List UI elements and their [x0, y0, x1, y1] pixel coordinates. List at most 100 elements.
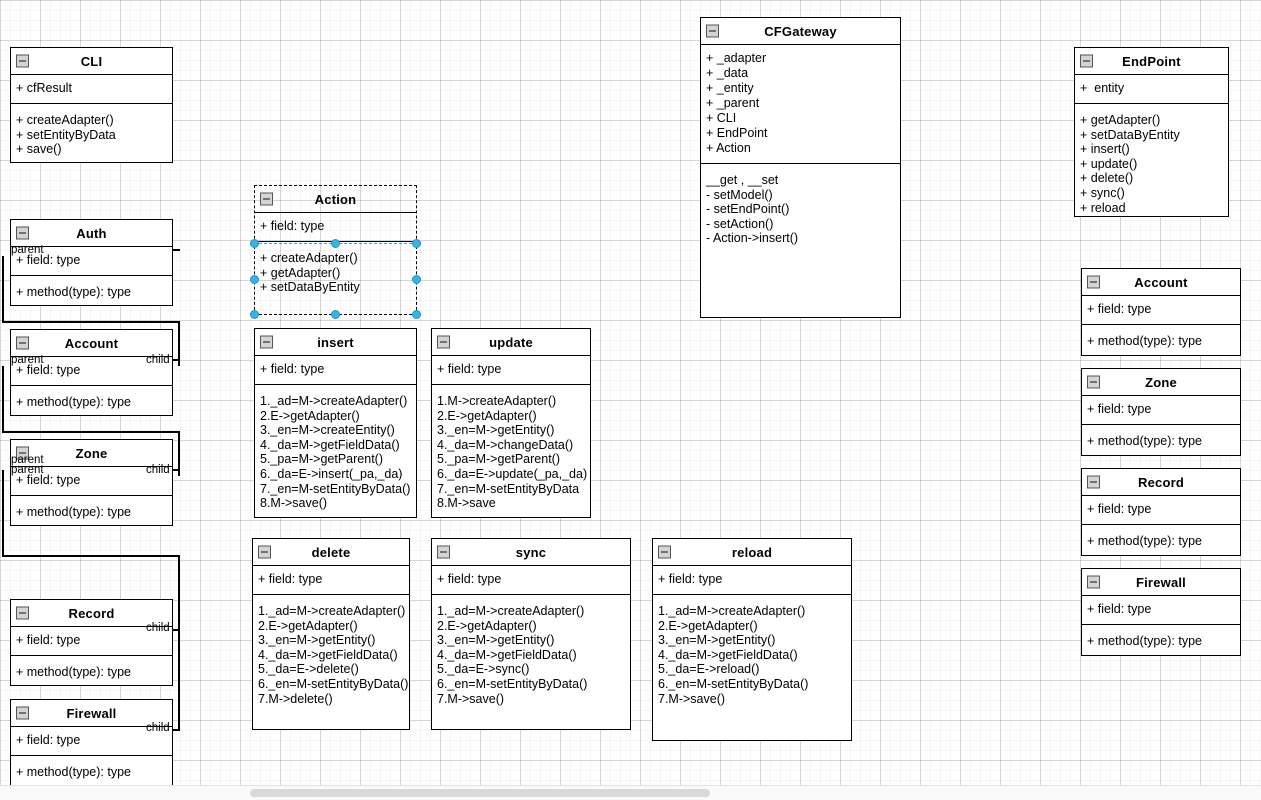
uml-class-action[interactable]: Action+ field: type+ createAdapter()+ ge… [254, 185, 417, 315]
class-name-label: Zone [1145, 374, 1177, 390]
class-operations-compartment[interactable]: + createAdapter()+ getAdapter()+ setData… [255, 242, 416, 301]
collapse-icon[interactable] [260, 335, 273, 349]
class-operation-row: 3._en=M->getEntity() [258, 633, 376, 648]
uml-class-endpoint[interactable]: EndPoint+ entity+ getAdapter()+ setDataB… [1074, 47, 1229, 217]
class-attributes-compartment[interactable]: + field: type [253, 566, 409, 595]
selection-handle-bottom-left[interactable] [250, 310, 259, 319]
selection-handle-bottom-center[interactable] [331, 310, 340, 319]
uml-class-account-left[interactable]: Account+ field: type+ method(type): type [10, 329, 173, 416]
horizontal-scrollbar[interactable] [0, 785, 1261, 800]
class-attributes-compartment[interactable]: + field: type [11, 467, 172, 496]
uml-class-zone-right[interactable]: Zone + field: type+ method(type): type [1081, 368, 1241, 456]
uml-class-record-left[interactable]: Record + field: type+ method(type): type [10, 599, 173, 686]
class-operations-compartment[interactable]: + method(type): type [1082, 425, 1240, 455]
class-operations-compartment[interactable]: + method(type): type [1082, 625, 1240, 655]
class-operations-compartment[interactable]: + method(type): type [11, 276, 172, 306]
class-attributes-compartment[interactable]: + field: type [432, 566, 630, 595]
class-attributes-compartment[interactable]: + field: type [255, 213, 416, 242]
class-name-label: sync [515, 544, 547, 560]
selection-handle-mid-right[interactable] [412, 239, 421, 248]
horizontal-scrollbar-thumb[interactable] [250, 789, 710, 797]
class-attributes-compartment[interactable]: + field: type [1082, 396, 1240, 425]
collapse-icon[interactable] [1087, 475, 1100, 489]
class-name-label: Record [68, 605, 115, 621]
selection-handle-right[interactable] [412, 275, 421, 284]
uml-class-account-right[interactable]: Account+ field: type+ method(type): type [1081, 268, 1241, 356]
collapse-icon[interactable] [16, 54, 29, 68]
class-attributes-compartment[interactable]: + field: type [11, 627, 172, 656]
class-attributes-compartment[interactable]: + field: type [11, 357, 172, 386]
uml-class-record-right[interactable]: Record+ field: type+ method(type): type [1081, 468, 1241, 556]
class-attributes-compartment[interactable]: + entity [1075, 75, 1228, 104]
edge-label-account-child: child [146, 354, 170, 366]
class-operations-compartment[interactable]: 1._ad=M->createAdapter()2.E->getAdapter(… [253, 595, 409, 712]
class-attribute-row: + _data [706, 66, 749, 80]
class-operations-compartment[interactable]: 1._ad=M->createAdapter()2.E->getAdapter(… [432, 595, 630, 712]
selection-handle-left[interactable] [250, 275, 259, 284]
class-operations-compartment[interactable]: + createAdapter()+ setEntityByData+ save… [11, 104, 172, 163]
class-operation-row: 3._en=M->getEntity() [437, 423, 555, 438]
collapse-icon[interactable] [706, 24, 719, 38]
class-attribute-row: + EndPoint [706, 126, 768, 140]
collapse-icon[interactable] [658, 545, 671, 559]
class-attribute-row: + field: type [437, 572, 502, 586]
uml-class-firewall-right[interactable]: Firewall+ field: type+ method(type): typ… [1081, 568, 1241, 656]
class-operations-compartment[interactable]: + method(type): type [11, 386, 172, 416]
class-attributes-compartment[interactable]: + field: type [1082, 596, 1240, 625]
class-operation-row: 7.M->save() [658, 691, 726, 706]
collapse-icon[interactable] [16, 336, 29, 350]
collapse-icon[interactable] [1080, 54, 1093, 68]
class-attribute-row: + CLI [706, 111, 737, 125]
collapse-icon[interactable] [16, 706, 29, 720]
class-attributes-compartment[interactable]: + field: type [1082, 296, 1240, 325]
collapse-icon[interactable] [16, 446, 29, 460]
class-attributes-compartment[interactable]: + field: type [11, 727, 172, 756]
class-name-label: Zone [75, 445, 108, 461]
collapse-icon[interactable] [16, 226, 29, 240]
uml-class-auth[interactable]: Auth+ field: type+ method(type): type [10, 219, 173, 306]
selection-handle-bottom-right[interactable] [412, 310, 421, 319]
class-operations-compartment[interactable]: + getAdapter()+ setDataByEntity+ insert(… [1075, 104, 1228, 221]
class-operations-compartment[interactable]: 1._ad=M->createAdapter()2.E->getAdapter(… [255, 385, 416, 517]
collapse-icon[interactable] [1087, 275, 1100, 289]
class-operation-row: 4._da=M->changeData() [437, 437, 574, 452]
class-attributes-compartment[interactable]: + field: type [1082, 496, 1240, 525]
class-attributes-compartment[interactable]: + field: type [11, 247, 172, 276]
class-operations-compartment[interactable]: + method(type): type [11, 756, 172, 786]
uml-class-firewall-left[interactable]: Firewall+ field: type+ method(type): typ… [10, 699, 173, 786]
class-operations-compartment[interactable]: 1.M->createAdapter()2.E->getAdapter()3._… [432, 385, 590, 517]
class-operations-compartment[interactable]: 1._ad=M->createAdapter()2.E->getAdapter(… [653, 595, 851, 712]
class-attributes-compartment[interactable]: + _adapter+ _data+ _entity+ _parent+ CLI… [701, 45, 900, 164]
class-attributes-compartment[interactable]: + field: type [653, 566, 851, 595]
collapse-icon[interactable] [1087, 575, 1100, 589]
class-operations-compartment[interactable]: + method(type): type [11, 656, 172, 686]
class-operations-compartment[interactable]: + method(type): type [1082, 525, 1240, 555]
collapse-icon[interactable] [16, 606, 29, 620]
class-attributes-compartment[interactable]: + field: type [432, 356, 590, 385]
class-operation-row: 5._da=E->reload() [658, 662, 760, 677]
class-operations-compartment[interactable]: __get , __set- setModel()- setEndPoint()… [701, 164, 900, 252]
collapse-icon[interactable] [258, 545, 271, 559]
class-operations-compartment[interactable]: + method(type): type [1082, 325, 1240, 355]
selection-handle-mid-left[interactable] [250, 239, 259, 248]
collapse-icon[interactable] [260, 192, 273, 206]
class-operation-row: 7.M->delete() [258, 691, 333, 706]
class-name-label: delete [311, 544, 351, 560]
selection-handle-mid-center[interactable] [331, 239, 340, 248]
uml-class-cli[interactable]: CLI+ cfResult+ createAdapter()+ setEntit… [10, 47, 173, 163]
class-attributes-compartment[interactable]: + field: type [255, 356, 416, 385]
collapse-icon[interactable] [437, 545, 450, 559]
uml-class-zone-left[interactable]: Zone + field: type+ method(type): type [10, 439, 173, 526]
class-operation-row: 1._ad=M->createAdapter() [658, 604, 806, 618]
class-operations-compartment[interactable]: + method(type): type [11, 496, 172, 526]
uml-class-cfgateway[interactable]: CFGateway+ _adapter+ _data+ _entity+ _pa… [700, 17, 901, 318]
collapse-icon[interactable] [437, 335, 450, 349]
collapse-icon[interactable] [1087, 375, 1100, 389]
uml-class-sync[interactable]: sync + field: type 1._ad=M->createAdapter(… [431, 538, 631, 730]
class-attributes-compartment[interactable]: + cfResult [11, 75, 172, 104]
